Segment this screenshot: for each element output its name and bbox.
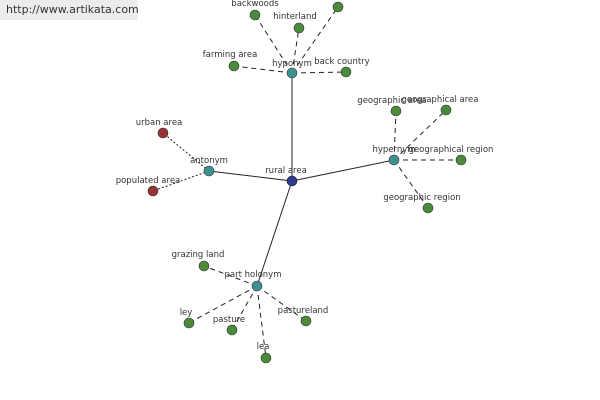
term-node-part-holonym-2[interactable] — [226, 324, 238, 336]
term-label-hypernym-2: geographical region — [409, 145, 494, 155]
relation-label-hyponym: hyponym — [272, 59, 312, 69]
edge-hypernym-term-3 — [393, 159, 429, 209]
term-node-hypernym-3[interactable] — [422, 202, 434, 214]
term-node-hypernym-1[interactable] — [440, 104, 452, 116]
edge-part-holonym-term-3 — [256, 285, 267, 359]
relation-label-hypernym: hypernym — [372, 145, 415, 155]
term-node-part-holonym-4[interactable] — [300, 315, 312, 327]
term-label-hyponym-1: hinterland — [273, 12, 317, 22]
term-label-hypernym-0: geographic area — [357, 96, 426, 106]
term-label-hyponym-4: back country — [314, 57, 369, 67]
term-label-part-holonym-3: lea — [257, 342, 270, 352]
term-label-part-holonym-2: pasture — [213, 315, 245, 325]
edge-center-hypernym — [291, 159, 395, 182]
relation-node-part-holonym[interactable] — [251, 280, 263, 292]
edge-hyponym-term-2 — [291, 6, 339, 74]
edge-hyponym-term-4 — [291, 71, 347, 74]
edge-antonym-term-1 — [152, 170, 210, 192]
term-node-antonym-1[interactable] — [147, 185, 159, 197]
edge-hypernym-term-1 — [393, 109, 447, 161]
edge-part-holonym-term-4 — [256, 285, 307, 322]
term-node-hyponym-0[interactable] — [249, 9, 261, 21]
term-node-part-holonym-3[interactable] — [260, 352, 272, 364]
edge-hyponym-term-1 — [291, 27, 300, 74]
term-label-antonym-1: populated area — [116, 176, 181, 186]
edge-part-holonym-term-1 — [188, 285, 258, 324]
term-label-hyponym-3: farming area — [203, 50, 258, 60]
center-node-rural-area[interactable] — [286, 175, 298, 187]
relation-node-antonym[interactable] — [203, 165, 215, 177]
labels-layer: backwoods hinterland farming area back coun… — [116, 0, 494, 352]
center-label: rural area — [265, 166, 307, 176]
term-node-part-holonym-1[interactable] — [183, 317, 195, 329]
nodes-layer — [147, 1, 467, 364]
term-node-part-holonym-0[interactable] — [198, 260, 210, 272]
term-label-part-holonym-0: grazing land — [172, 250, 225, 260]
term-node-antonym-0[interactable] — [157, 127, 169, 139]
edge-center-antonym — [208, 170, 293, 182]
term-node-hyponym-4[interactable] — [340, 66, 352, 78]
term-node-hypernym-0[interactable] — [390, 105, 402, 117]
edge-center-part-holonym — [256, 180, 293, 287]
edge-hyponym-term-0 — [254, 14, 293, 74]
term-label-hypernym-1: geographical area — [402, 95, 479, 105]
term-label-part-holonym-1: ley — [180, 308, 193, 318]
edge-hypernym-term-0 — [393, 110, 397, 161]
term-node-hypernym-2[interactable] — [455, 154, 467, 166]
edge-hyponym-term-3 — [233, 65, 293, 74]
relation-node-hypernym[interactable] — [388, 154, 400, 166]
edge-antonym-term-0 — [162, 132, 210, 172]
term-node-hyponym-3[interactable] — [228, 60, 240, 72]
term-label-part-holonym-4: pastureland — [278, 306, 329, 316]
relation-label-antonym: antonym — [190, 156, 228, 166]
relation-label-part-holonym: part holonym — [225, 270, 282, 280]
term-node-hyponym-2[interactable] — [332, 1, 344, 13]
watermark-url: http://www.artikata.com — [0, 0, 139, 20]
term-label-hyponym-0: backwoods — [231, 0, 279, 9]
term-label-hypernym-3: geographic region — [383, 193, 460, 203]
term-node-hyponym-1[interactable] — [293, 22, 305, 34]
relation-node-hyponym[interactable] — [286, 67, 298, 79]
term-label-antonym-0: urban area — [136, 118, 183, 128]
edge-part-holonym-term-0 — [203, 265, 258, 287]
edges-layer — [152, 6, 461, 359]
